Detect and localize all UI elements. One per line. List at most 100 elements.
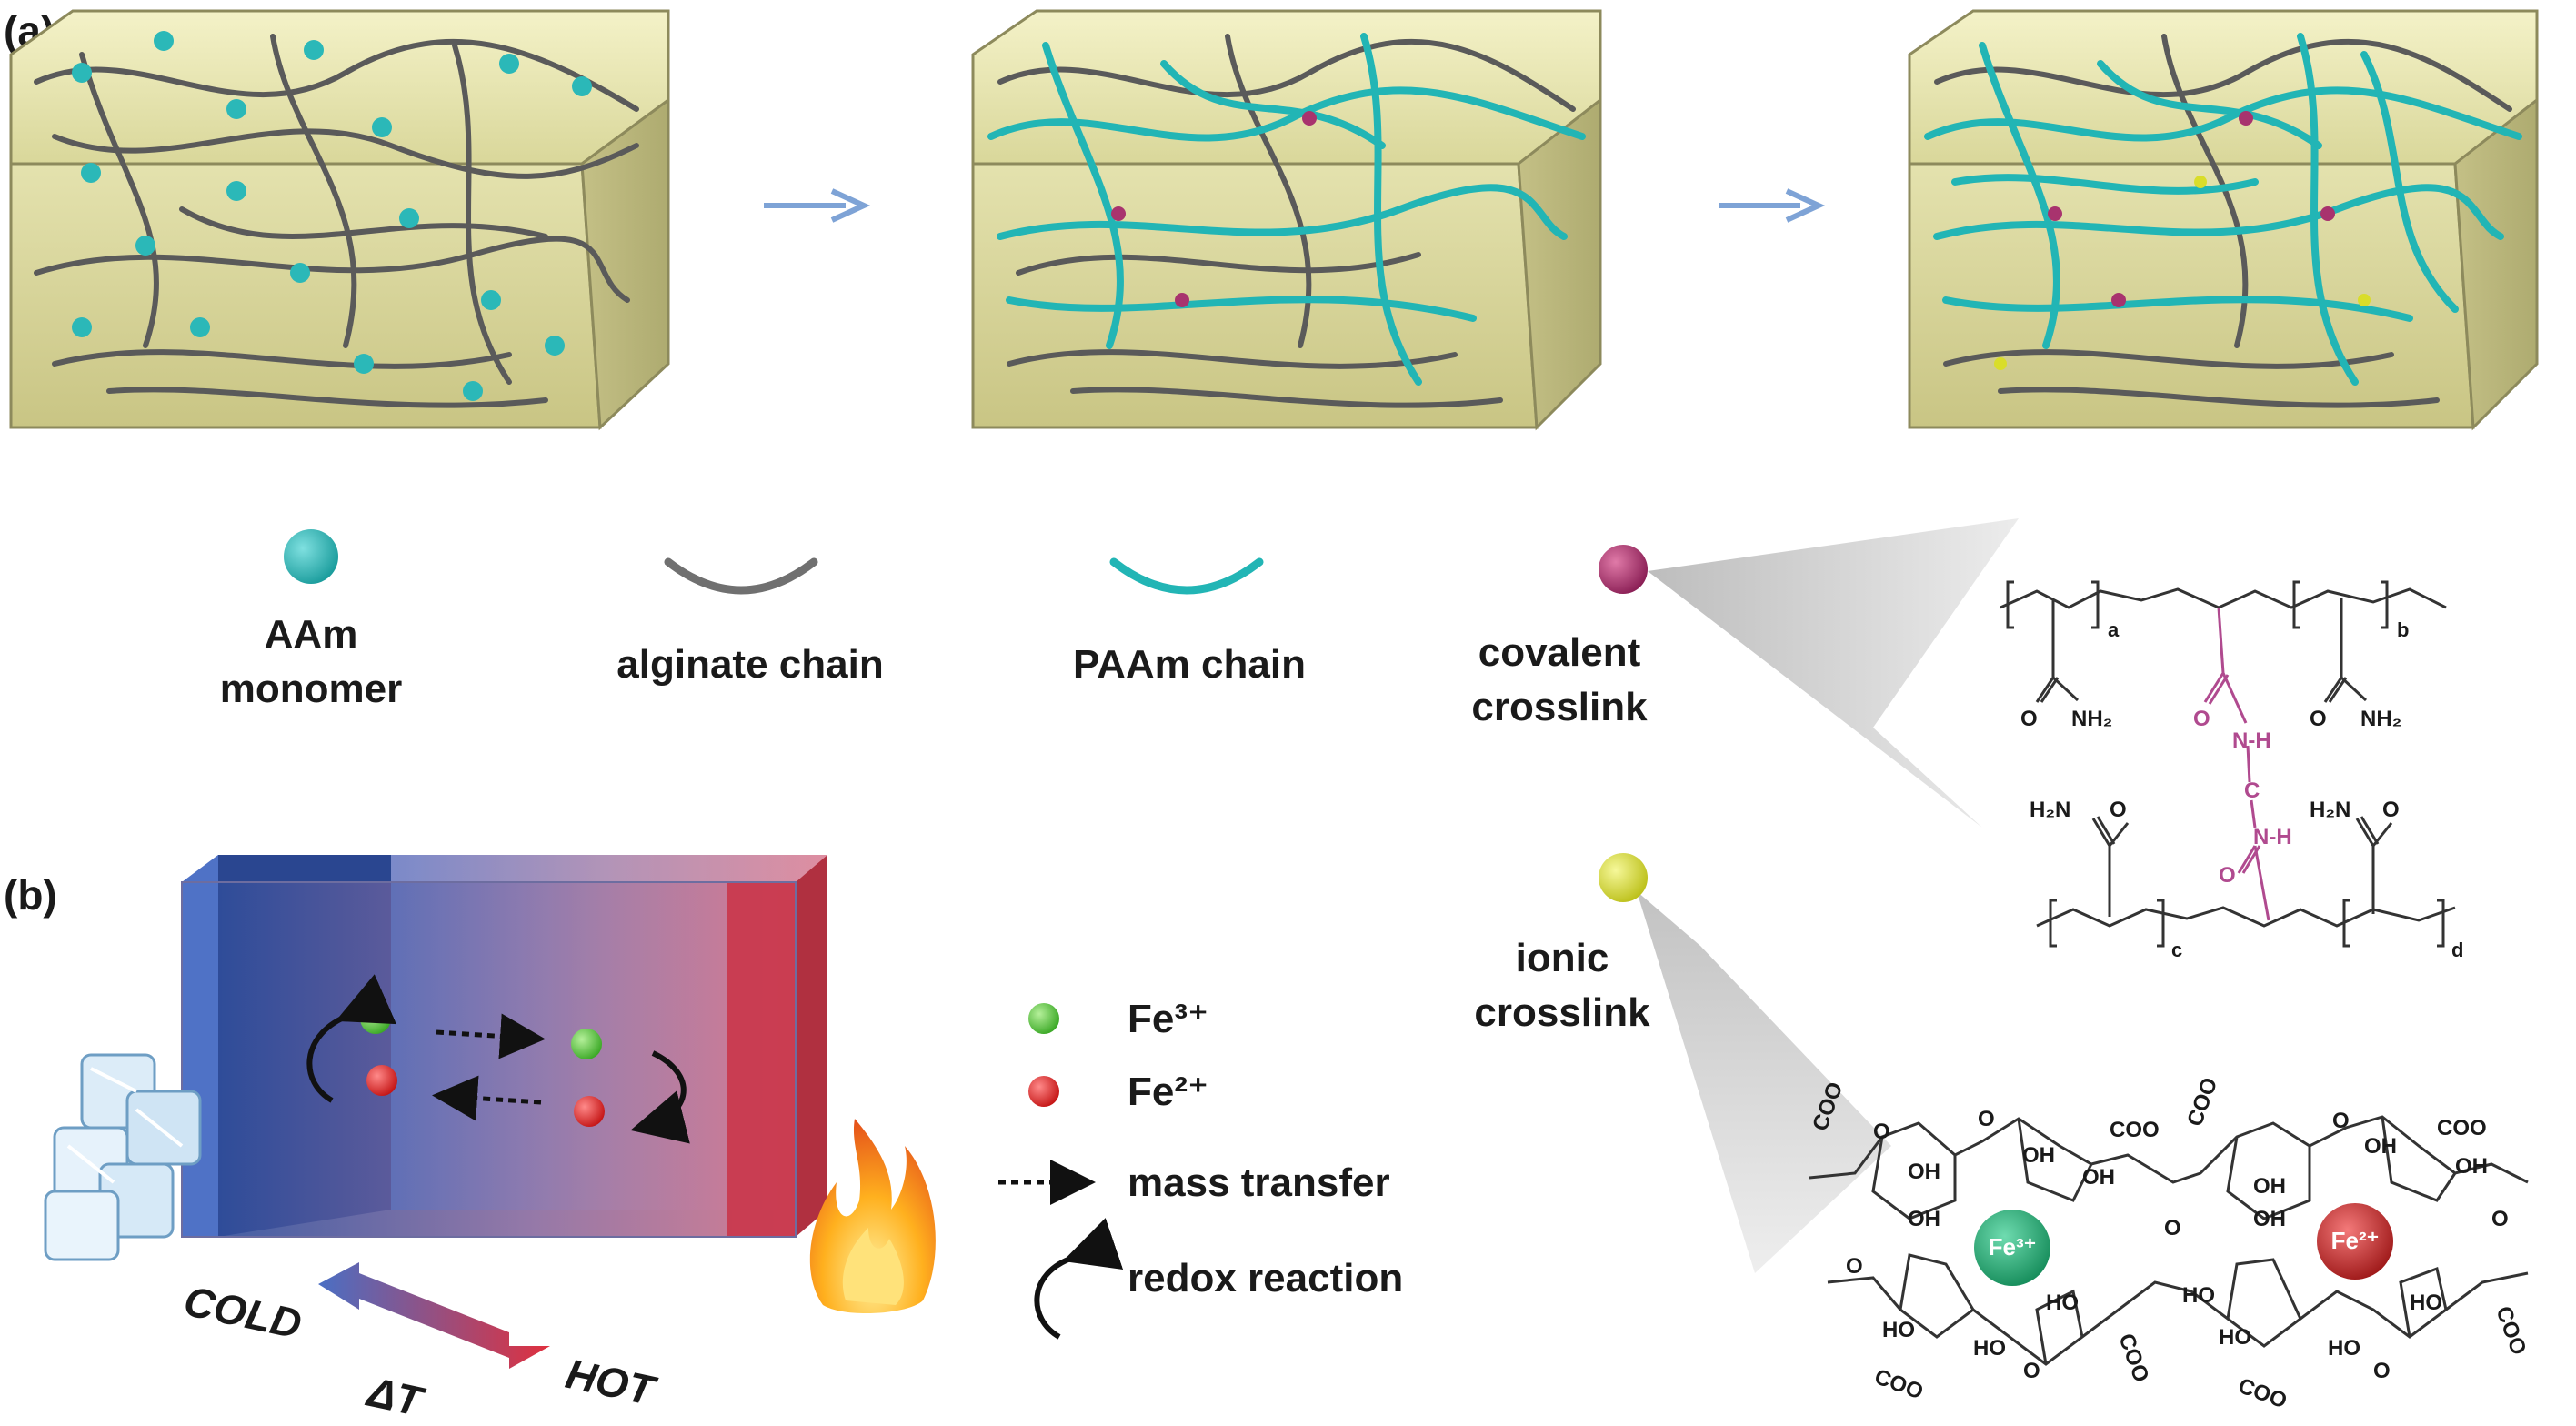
hydrogel-block-polymerized	[971, 9, 1602, 431]
ionic-zoom-cone	[1637, 891, 1891, 1273]
ho-1: HO	[1882, 1318, 1915, 1342]
covalent-label-line1: covalent	[1478, 630, 1641, 675]
oh-8: OH	[2455, 1154, 2488, 1179]
ionic-label-line1: ionic	[1516, 936, 1609, 980]
fe2-legend-symbol	[1028, 1076, 1059, 1107]
temperature-gradient-arrow: COLD HOT ΔT	[180, 1262, 662, 1426]
o-label-3: O	[2110, 798, 2127, 822]
oh-6: OH	[2253, 1207, 2286, 1231]
alginate-chain-label: alginate chain	[616, 642, 883, 687]
o-label-1: O	[2020, 707, 2038, 731]
sub-d: d	[2451, 939, 2463, 961]
legend-paam-chain: PAAm chain	[1073, 557, 1306, 687]
aam-label-line1: AAm	[265, 612, 358, 657]
paam-chain-symbol	[1109, 557, 1264, 595]
sub-b: b	[2397, 618, 2409, 641]
o-ring-7: O	[2023, 1359, 2040, 1383]
thermocell-box	[181, 855, 827, 1238]
fe2-legend-label: Fe²⁺	[1128, 1070, 1208, 1114]
nh-label-2: N-H	[2253, 825, 2292, 849]
o-label-6: O	[2219, 863, 2236, 888]
cold-label: COLD	[180, 1277, 306, 1348]
ho-6: HO	[2328, 1336, 2360, 1361]
nh2-label-1: NH₂	[2071, 707, 2112, 731]
o-ring-5: O	[2491, 1207, 2509, 1231]
h2n-label-2: H₂N	[2310, 798, 2350, 822]
fe2-hot-ion	[574, 1096, 605, 1127]
process-arrow-2	[1719, 188, 1826, 223]
fe3-ion-in-network	[1974, 1210, 2050, 1286]
o-ring-1: O	[1873, 1120, 1890, 1144]
mass-transfer-legend-label: mass transfer	[1128, 1160, 1390, 1205]
h2n-label-1: H₂N	[2030, 798, 2070, 822]
redox-arrow-hot	[630, 1050, 690, 1144]
coo-8: COO	[2491, 1303, 2531, 1359]
o-ring-6: O	[1846, 1254, 1863, 1279]
ho-2: HO	[1973, 1336, 2006, 1361]
covalent-crosslink-symbol	[1599, 545, 1648, 594]
legend-covalent-crosslink: covalent crosslink	[1471, 518, 2019, 828]
mass-transfer-arrow-left	[432, 1075, 542, 1121]
coo-4: COO	[2437, 1116, 2487, 1140]
redox-arrow-cold	[306, 974, 397, 1103]
aam-monomers-1	[72, 31, 592, 401]
ice-cubes-icon	[44, 1053, 202, 1261]
aam-monomer-symbol	[284, 529, 338, 584]
fe2-ion-in-network	[2317, 1203, 2393, 1280]
ionic-label-line2: crosslink	[1474, 990, 1650, 1035]
fe2-ion-label: Fe²⁺	[2331, 1227, 2380, 1254]
alginate-chain-symbol	[664, 557, 818, 595]
aam-label-line2: monomer	[220, 667, 402, 711]
paam-chains-2	[987, 33, 1586, 386]
oh-4: OH	[2082, 1165, 2115, 1190]
o-label-5: O	[2193, 707, 2210, 731]
o-label-2: O	[2310, 707, 2327, 731]
o-ring-4: O	[2332, 1109, 2350, 1133]
paam-chain-label: PAAm chain	[1073, 642, 1306, 687]
o-ring-8: O	[2373, 1359, 2391, 1383]
oh-1: OH	[1908, 1160, 1940, 1184]
sub-a: a	[2108, 618, 2120, 641]
alginate-chains-1	[34, 34, 639, 408]
fe2-cold-ion	[366, 1065, 397, 1096]
covalent-zoom-cone	[1648, 518, 2019, 828]
covalent-label-line2: crosslink	[1471, 685, 1648, 729]
legend-ionic-crosslink: ionic crosslink	[1474, 853, 1891, 1273]
coo-5: COO	[1871, 1364, 1927, 1404]
c-label: C	[2244, 778, 2260, 803]
covalent-structure: a b c d O NH₂ O NH₂ H₂N O H₂N O O N-H C …	[2000, 580, 2463, 961]
fe3-legend-label: Fe³⁺	[1128, 997, 1208, 1041]
fe3-ion-label: Fe³⁺	[1989, 1233, 2037, 1260]
flame-icon	[809, 1119, 936, 1314]
o-ring-2: O	[1978, 1107, 1995, 1131]
oh-2: OH	[1908, 1207, 1940, 1231]
fe3-hot-ion	[571, 1029, 602, 1059]
coo-2: COO	[2110, 1118, 2160, 1142]
process-arrow-1	[764, 188, 871, 223]
oh-3: OH	[2022, 1143, 2055, 1168]
hydrogel-block-monomer	[9, 9, 670, 431]
panel-b-label: (b)	[4, 871, 57, 919]
oh-5: OH	[2253, 1174, 2286, 1199]
redox-legend-label: redox reaction	[1128, 1256, 1403, 1300]
coo-3: COO	[2182, 1074, 2222, 1130]
o-ring-3: O	[2164, 1216, 2181, 1240]
ho-7: HO	[2410, 1290, 2442, 1315]
redox-legend-symbol	[1034, 1218, 1124, 1340]
coo-6: COO	[2113, 1331, 2153, 1386]
fe3-legend-symbol	[1028, 1003, 1059, 1034]
ho-3: HO	[2046, 1290, 2079, 1315]
oh-7: OH	[2364, 1134, 2397, 1159]
mass-transfer-arrow-right	[436, 1013, 546, 1059]
fe3-cold-ion	[360, 1003, 391, 1034]
nh-label-1: N-H	[2232, 728, 2271, 753]
delta-t-label: ΔT	[362, 1368, 429, 1426]
ho-5: HO	[2219, 1325, 2251, 1350]
o-label-4: O	[2382, 798, 2400, 822]
coo-7: COO	[2235, 1373, 2290, 1413]
legend-b: Fe³⁺ Fe²⁺ mass transfer redox reaction	[998, 997, 1403, 1340]
hydrogel-block-crosslinked	[1908, 9, 2539, 431]
nh2-label-2: NH₂	[2360, 707, 2401, 731]
hot-label: HOT	[562, 1350, 662, 1415]
